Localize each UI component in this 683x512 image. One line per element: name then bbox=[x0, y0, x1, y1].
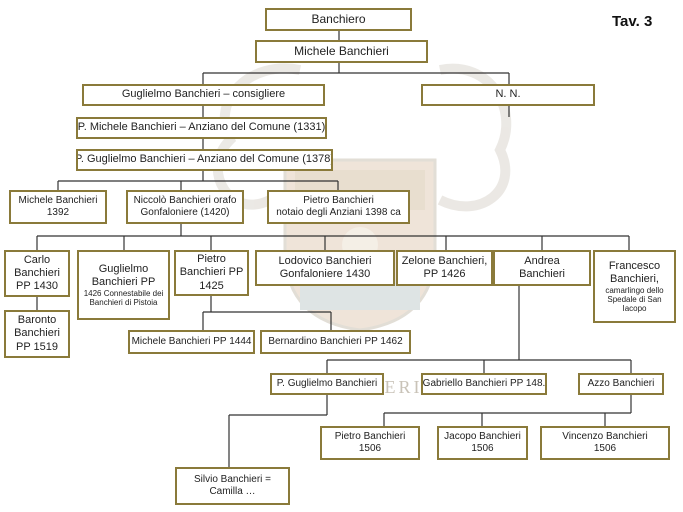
node-text: Michele Banchieri bbox=[294, 44, 389, 59]
node-text: Banchieri PP bbox=[179, 266, 244, 279]
node-text: Gabriello Banchieri PP 148. bbox=[422, 378, 546, 389]
node-text: P. Michele Banchieri – Anziano del Comun… bbox=[77, 121, 326, 134]
node-text: Michele Banchieri bbox=[18, 195, 98, 206]
node-text: Guglielmo bbox=[98, 262, 149, 275]
node-text: Gonfaloniere (1420) bbox=[140, 207, 230, 218]
node-azzo: Azzo Banchieri bbox=[578, 373, 664, 395]
node-text: Banchieri bbox=[14, 266, 60, 279]
node-text: Niccolò Banchieri orafo bbox=[133, 195, 237, 206]
node-text: Silvio Banchieri = bbox=[194, 474, 271, 485]
node-michele-1392: Michele Banchieri 1392 bbox=[9, 190, 107, 224]
node-nn: N. N. bbox=[421, 84, 595, 106]
node-gabriello: Gabriello Banchieri PP 148. bbox=[421, 373, 547, 395]
node-text: Bernardino Banchieri PP 1462 bbox=[268, 336, 403, 347]
node-note: camarlingo dello Spedale di San Iacopo bbox=[605, 285, 664, 314]
node-niccolo-orafo: Niccolò Banchieri orafo Gonfaloniere (14… bbox=[126, 190, 244, 224]
node-pietro-pp: Pietro Banchieri PP 1425 bbox=[174, 250, 249, 296]
node-text: PP 1430 bbox=[15, 280, 58, 293]
node-text: Michele Banchieri PP 1444 bbox=[131, 336, 252, 347]
node-text: 1506 bbox=[358, 443, 382, 454]
node-text: Zelone Banchieri, bbox=[401, 254, 488, 267]
node-text: PP 1426 bbox=[423, 268, 466, 280]
node-baronto: Baronto Banchieri PP 1519 bbox=[4, 310, 70, 358]
node-text: Azzo Banchieri bbox=[587, 378, 655, 389]
node-text: Guglielmo Banchieri – consigliere bbox=[121, 88, 286, 101]
node-text: Francesco bbox=[608, 259, 661, 272]
node-text: P. Guglielmo Banchieri – Anziano del Com… bbox=[76, 153, 333, 166]
node-text: Pietro bbox=[197, 253, 226, 266]
node-text: Pietro Banchieri bbox=[334, 431, 406, 442]
node-guglielmo-pp: Guglielmo Banchieri PP 1426 Connestabile… bbox=[77, 250, 170, 320]
node-text: P. Guglielmo Banchieri bbox=[276, 378, 378, 389]
node-text: 1506 bbox=[471, 443, 494, 454]
node-text: Pietro Banchieri bbox=[303, 195, 374, 206]
node-text: 1392 bbox=[46, 207, 70, 218]
node-note: 1426 Connestabile dei Banchieri di Pisto… bbox=[83, 289, 164, 308]
node-bernardino: Bernardino Banchieri PP 1462 bbox=[260, 330, 411, 354]
node-vincenzo-1506: Vincenzo Banchieri 1506 bbox=[540, 426, 670, 460]
node-michele-1444: Michele Banchieri PP 1444 bbox=[128, 330, 255, 354]
node-michele-banchieri: Michele Banchieri bbox=[255, 40, 428, 63]
node-text: Vincenzo Banchieri bbox=[562, 431, 648, 442]
node-text: notaio degli Anziani 1398 ca bbox=[276, 207, 401, 218]
node-text: Banchiero bbox=[311, 12, 366, 27]
node-silvio: Silvio Banchieri = Camilla … bbox=[175, 467, 290, 505]
node-p-guglielmo-1378: P. Guglielmo Banchieri – Anziano del Com… bbox=[76, 149, 333, 171]
node-francesco: Francesco Banchieri, camarlingo dello Sp… bbox=[593, 250, 676, 323]
node-text: Gonfaloniere 1430 bbox=[279, 268, 371, 280]
node-jacopo-1506: Jacopo Banchieri 1506 bbox=[437, 426, 528, 460]
node-text: Baronto bbox=[17, 314, 57, 327]
node-p-guglielmo: P. Guglielmo Banchieri bbox=[270, 373, 384, 395]
node-text: Banchieri bbox=[14, 327, 60, 340]
node-text: Banchieri bbox=[519, 268, 565, 280]
node-lodovico: Lodovico Banchieri Gonfaloniere 1430 bbox=[255, 250, 395, 286]
node-text: N. N. bbox=[495, 88, 521, 101]
node-text: Lodovico Banchieri bbox=[278, 254, 372, 267]
node-zelone: Zelone Banchieri, PP 1426 bbox=[396, 250, 493, 286]
node-pietro-notaio: Pietro Banchieri notaio degli Anziani 13… bbox=[267, 190, 410, 224]
node-guglielmo-consigliere: Guglielmo Banchieri – consigliere bbox=[82, 84, 325, 106]
node-pietro-1506: Pietro Banchieri 1506 bbox=[320, 426, 420, 460]
page-label: Tav. 3 bbox=[612, 13, 653, 30]
node-text: Carlo bbox=[23, 253, 51, 266]
node-text: Andrea bbox=[524, 254, 560, 267]
node-andrea: Andrea Banchieri bbox=[493, 250, 591, 286]
node-text: Jacopo Banchieri bbox=[444, 431, 521, 442]
node-banchiero: Banchiero bbox=[265, 8, 412, 31]
node-text: 1425 bbox=[199, 279, 224, 292]
node-p-michele-1331: P. Michele Banchieri – Anziano del Comun… bbox=[76, 117, 327, 139]
node-text: Camilla … bbox=[209, 486, 256, 497]
node-text: Banchieri PP bbox=[91, 275, 156, 288]
node-text: Banchieri, bbox=[610, 272, 659, 285]
node-text: PP 1519 bbox=[15, 340, 58, 353]
node-text: 1506 bbox=[593, 443, 617, 454]
node-carlo: Carlo Banchieri PP 1430 bbox=[4, 250, 70, 297]
